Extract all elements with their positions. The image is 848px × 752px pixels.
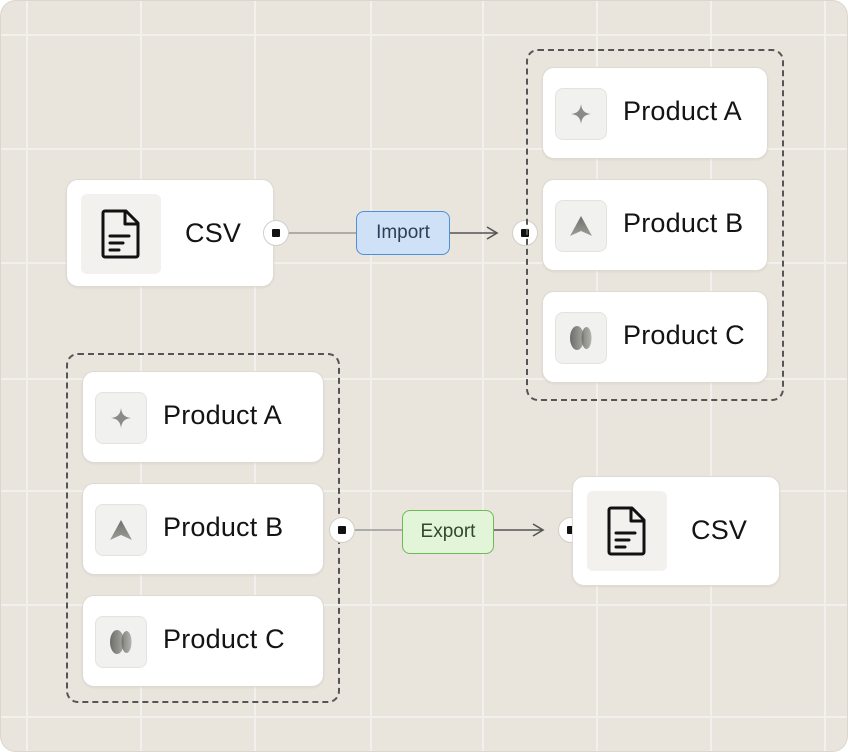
- document-icon: [101, 209, 140, 259]
- sparkle-icon-box: [555, 88, 607, 140]
- export-product-a-card[interactable]: Product A: [82, 371, 324, 463]
- csv-label: CSV: [691, 515, 748, 545]
- import-target-group: [526, 49, 784, 401]
- document-icon-box: [81, 194, 161, 274]
- product-label: Product B: [163, 512, 284, 542]
- product-label: Product B: [623, 208, 744, 238]
- triangle-icon: [110, 520, 132, 540]
- product-label: Product A: [623, 96, 742, 126]
- import-edge-label[interactable]: Import: [356, 211, 450, 255]
- capsules-icon-box: [95, 616, 147, 668]
- capsules-icon-box: [555, 312, 607, 364]
- capsules-icon: [110, 630, 132, 654]
- import-target-port[interactable]: [512, 220, 538, 246]
- capsules-icon: [570, 326, 592, 350]
- import-source-csv-card[interactable]: CSV: [66, 179, 274, 287]
- import-product-a-card[interactable]: Product A: [542, 67, 768, 159]
- import-product-b-card[interactable]: Product B: [542, 179, 768, 271]
- sparkle-icon: [571, 104, 591, 124]
- document-icon-box: [587, 491, 667, 571]
- export-product-c-card[interactable]: Product C: [82, 595, 324, 687]
- product-label: Product A: [163, 400, 282, 430]
- product-label: Product C: [163, 624, 285, 654]
- export-source-port[interactable]: [329, 517, 355, 543]
- sparkle-icon: [111, 408, 131, 428]
- triangle-icon-box: [95, 504, 147, 556]
- triangle-icon-box: [555, 200, 607, 252]
- product-label: Product C: [623, 320, 745, 350]
- export-target-csv-card[interactable]: CSV: [572, 476, 780, 586]
- import-source-port[interactable]: [263, 220, 289, 246]
- csv-label: CSV: [185, 218, 242, 248]
- triangle-icon: [570, 216, 592, 236]
- export-edge-label[interactable]: Export: [402, 510, 494, 554]
- sparkle-icon-box: [95, 392, 147, 444]
- export-product-b-card[interactable]: Product B: [82, 483, 324, 575]
- import-product-c-card[interactable]: Product C: [542, 291, 768, 383]
- document-icon: [607, 506, 646, 556]
